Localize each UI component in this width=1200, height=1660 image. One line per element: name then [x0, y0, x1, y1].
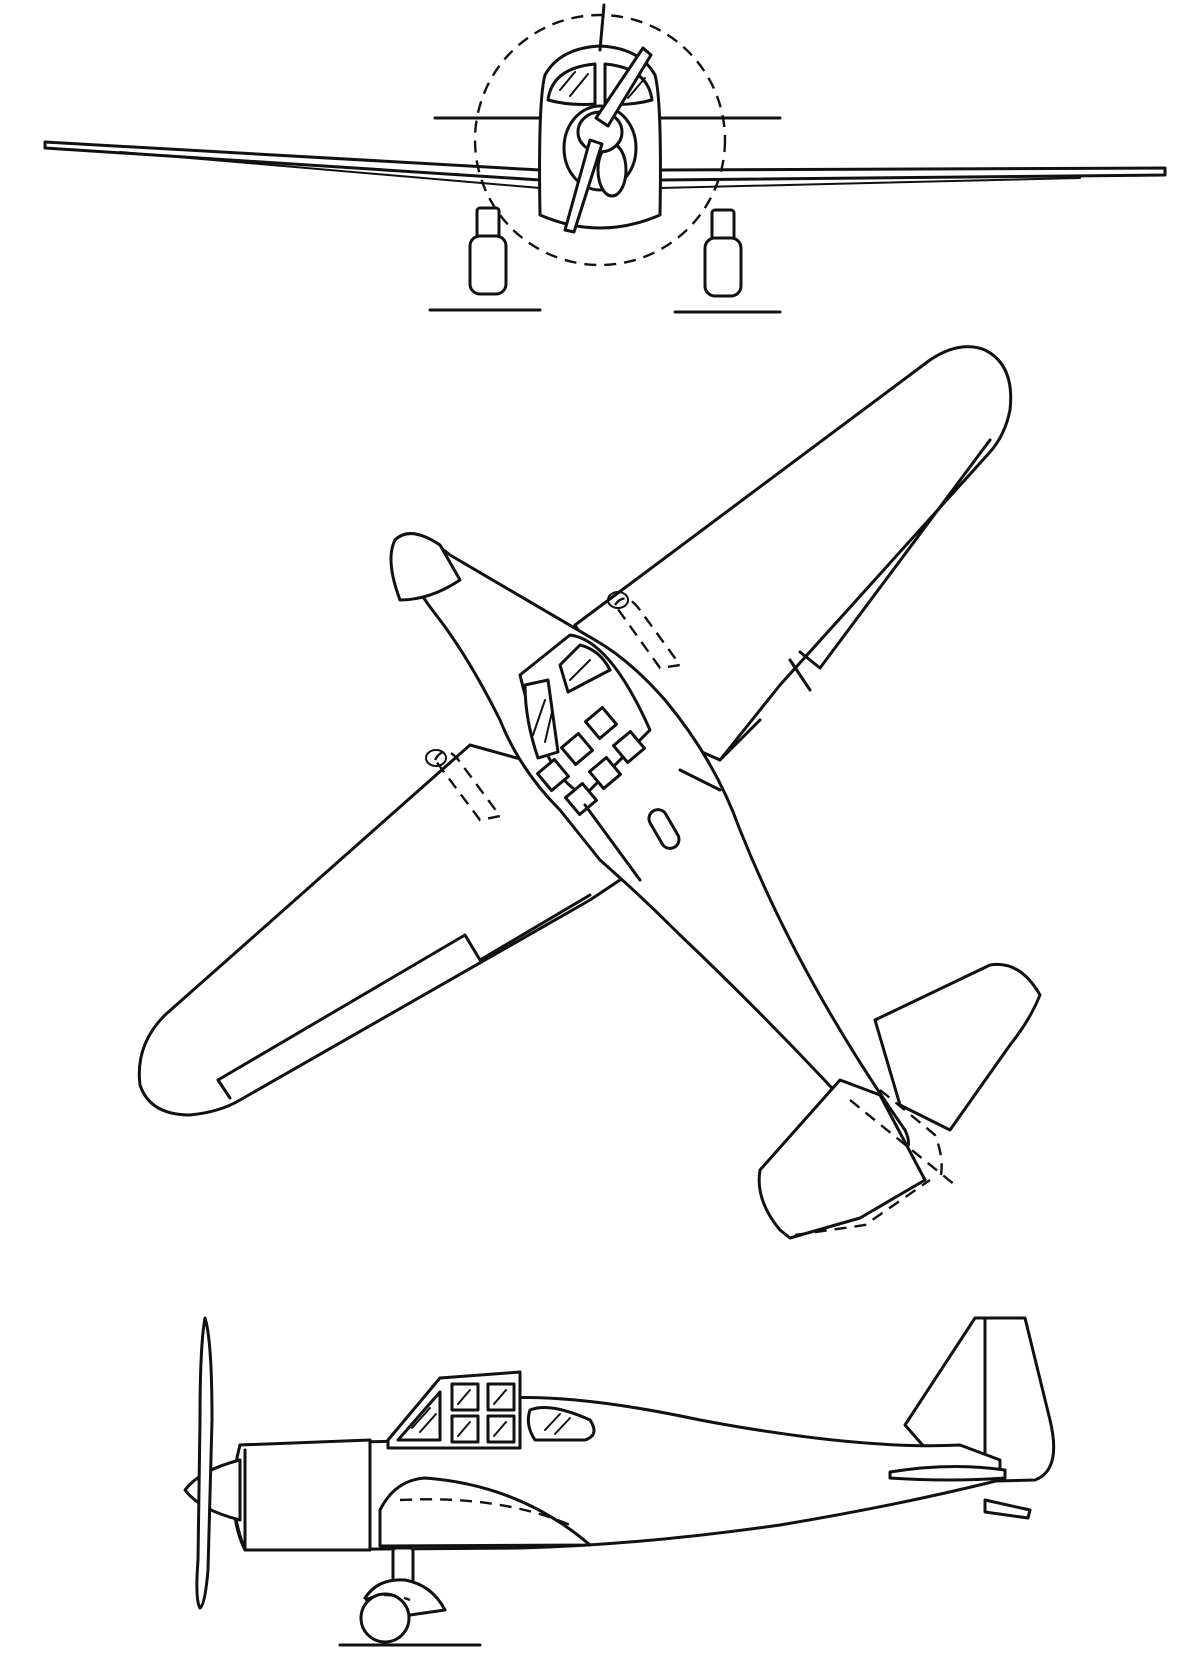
side-fin	[903, 1316, 1056, 1484]
side-landing-gear	[338, 1546, 482, 1647]
side-view	[183, 1316, 1056, 1647]
top-view	[137, 345, 1042, 1240]
side-rear-window	[526, 1406, 596, 1442]
front-landing-gear-left	[428, 206, 542, 312]
top-wing-lower	[137, 743, 652, 1117]
top-windscreen-left	[523, 678, 560, 760]
top-gear-bay-lower	[433, 750, 503, 822]
front-propeller-blade-lower	[563, 138, 604, 234]
front-landing-gear-right	[673, 208, 782, 314]
side-tailplane	[888, 1464, 1007, 1482]
side-propeller	[195, 1316, 214, 1610]
front-windscreen-left	[546, 62, 597, 106]
top-wing-upper	[573, 345, 1013, 762]
side-canopy-panes	[450, 1382, 516, 1444]
top-canopy-panes	[536, 706, 646, 816]
front-wing-dihedral-line	[119, 151, 1081, 189]
top-spinner	[389, 532, 462, 602]
top-tailplane	[873, 962, 1042, 1132]
top-aileron-upper	[798, 438, 992, 670]
top-windscreen-right	[558, 643, 612, 694]
side-wing-root	[378, 1476, 592, 1548]
side-engine-cowling	[232, 1438, 372, 1552]
front-propeller-blade-upper	[594, 46, 653, 128]
side-windscreen	[396, 1390, 442, 1442]
propeller-disc	[473, 13, 727, 267]
top-gear-bay-upper	[613, 597, 683, 670]
top-fuselage-hatch	[647, 808, 681, 850]
front-view	[43, 3, 1167, 314]
side-spinner	[183, 1458, 242, 1522]
side-tail-skid	[983, 1498, 1032, 1520]
top-aileron-lower	[216, 893, 592, 1100]
front-propeller-blade-top	[598, 3, 606, 52]
